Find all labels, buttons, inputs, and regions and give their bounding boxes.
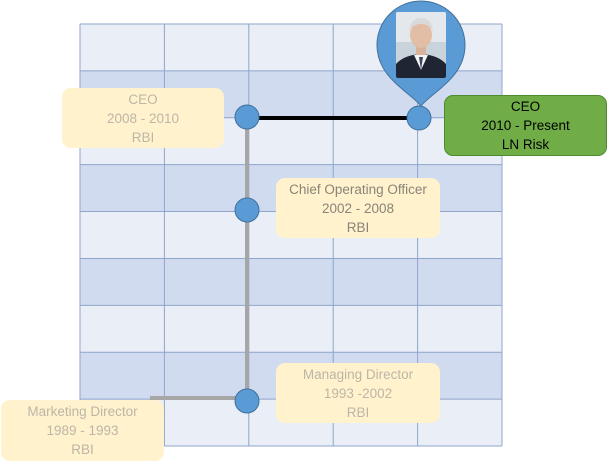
position-title: Chief Operating Officer <box>289 181 427 197</box>
position-company: RBI <box>71 442 94 457</box>
position-company: RBI <box>346 404 370 420</box>
node-coo[interactable] <box>234 197 260 223</box>
timeline-nodes <box>234 104 432 414</box>
timeline-connectors <box>150 116 419 400</box>
position-title: CEO <box>128 91 158 107</box>
grid-row <box>80 258 502 306</box>
position-title: Marketing Director <box>27 404 138 419</box>
node-ceo-rbi[interactable] <box>234 104 260 130</box>
position-box-managing-director[interactable]: Managing Director 1993 -2002 RBI <box>276 363 440 423</box>
position-box-ceo-rbi[interactable]: CEO 2008 - 2010 RBI <box>62 88 224 148</box>
position-company: RBI <box>346 219 370 235</box>
node-managing-director[interactable] <box>234 388 260 414</box>
position-box-marketing-director[interactable]: Marketing Director 1989 - 1993 RBI <box>1 400 164 461</box>
position-dates: 1989 - 1993 <box>46 423 119 438</box>
position-title: CEO <box>510 99 541 114</box>
position-company: RBI <box>131 129 155 145</box>
position-company: LN Risk <box>501 137 550 152</box>
position-dates: 2008 - 2010 <box>106 110 180 126</box>
grid-row <box>80 305 502 353</box>
position-dates: 2002 - 2008 <box>321 200 395 216</box>
person-photo-icon <box>396 12 446 78</box>
position-box-coo[interactable]: Chief Operating Officer 2002 - 2008 RBI <box>276 178 440 238</box>
node-ceo-current[interactable] <box>406 105 432 131</box>
position-box-ceo-current[interactable]: CEO 2010 - Present LN Risk <box>444 95 607 156</box>
position-title: Managing Director <box>302 366 414 382</box>
position-dates: 2010 - Present <box>481 118 570 133</box>
position-dates: 1993 -2002 <box>323 385 393 401</box>
profile-pin-marker[interactable] <box>376 0 466 107</box>
